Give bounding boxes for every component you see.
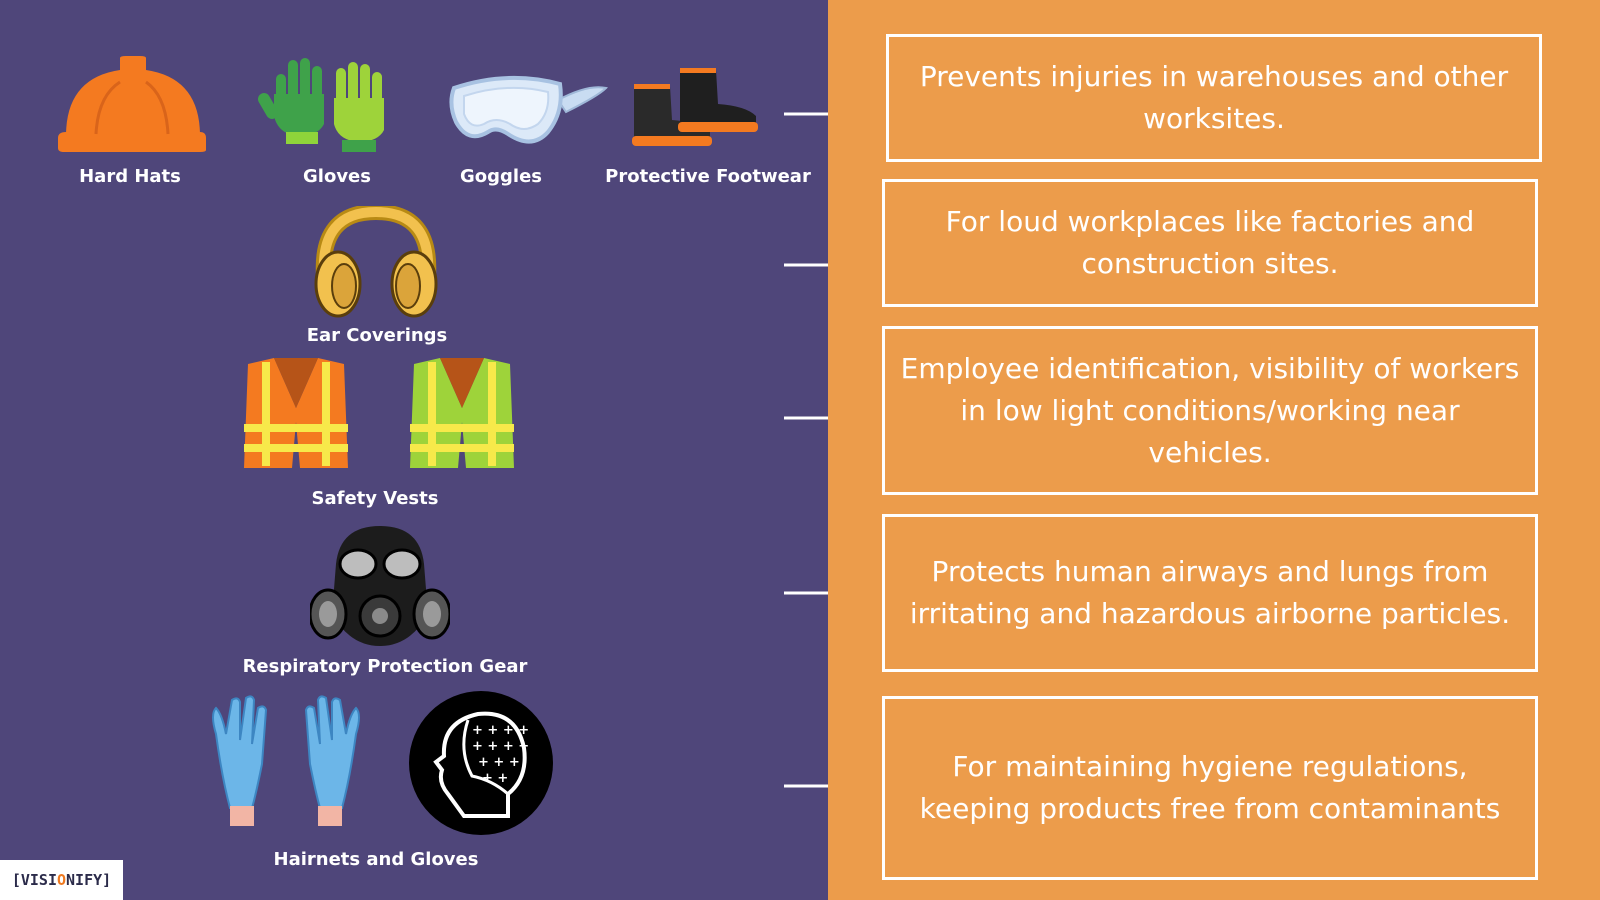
right-panel <box>828 0 1600 900</box>
gas-mask-icon <box>310 526 450 646</box>
hairnet-icon: + + + + + + + + + + + + + <box>409 691 553 835</box>
description-box-safety-vests: Employee identification, visibility of w… <box>882 326 1538 495</box>
description-box-ear-coverings: For loud workplaces like factories and c… <box>882 179 1538 307</box>
logo-text-suffix: NIFY] <box>66 871 112 889</box>
label-protective-footwear: Protective Footwear <box>605 166 811 187</box>
hard-hat-icon <box>58 56 206 152</box>
left-panel: Hard Hats Gloves Goggles <box>0 0 828 900</box>
boots-icon <box>632 68 758 146</box>
logo-text-o: O <box>56 871 67 889</box>
description-box-hard-hats: Prevents injuries in warehouses and othe… <box>886 34 1542 162</box>
goggles-icon <box>449 75 608 144</box>
svg-text:+ + + +: + + + + <box>472 739 529 754</box>
svg-text:+ + +: + + + <box>478 755 520 770</box>
svg-text:+ + + +: + + + + <box>472 723 529 738</box>
label-hairnets-and-gloves: Hairnets and Gloves <box>273 849 479 870</box>
disposable-gloves-icon <box>212 695 360 826</box>
label-respiratory-protection-gear: Respiratory Protection Gear <box>242 656 528 677</box>
label-gloves: Gloves <box>303 166 371 187</box>
work-gloves-icon <box>258 58 384 152</box>
svg-text:+ +: + + <box>482 771 508 786</box>
label-hard-hats: Hard Hats <box>79 166 181 187</box>
description-box-respiratory: Protects human airways and lungs from ir… <box>882 514 1538 672</box>
description-box-hairnets: For maintaining hygiene regulations, kee… <box>882 696 1538 880</box>
earmuffs-icon <box>314 206 438 318</box>
label-safety-vests: Safety Vests <box>311 488 439 509</box>
safety-vest-icon <box>244 358 514 468</box>
logo-text-prefix: [VISI <box>11 871 57 889</box>
label-ear-coverings: Ear Coverings <box>306 325 448 346</box>
label-goggles: Goggles <box>459 166 543 187</box>
